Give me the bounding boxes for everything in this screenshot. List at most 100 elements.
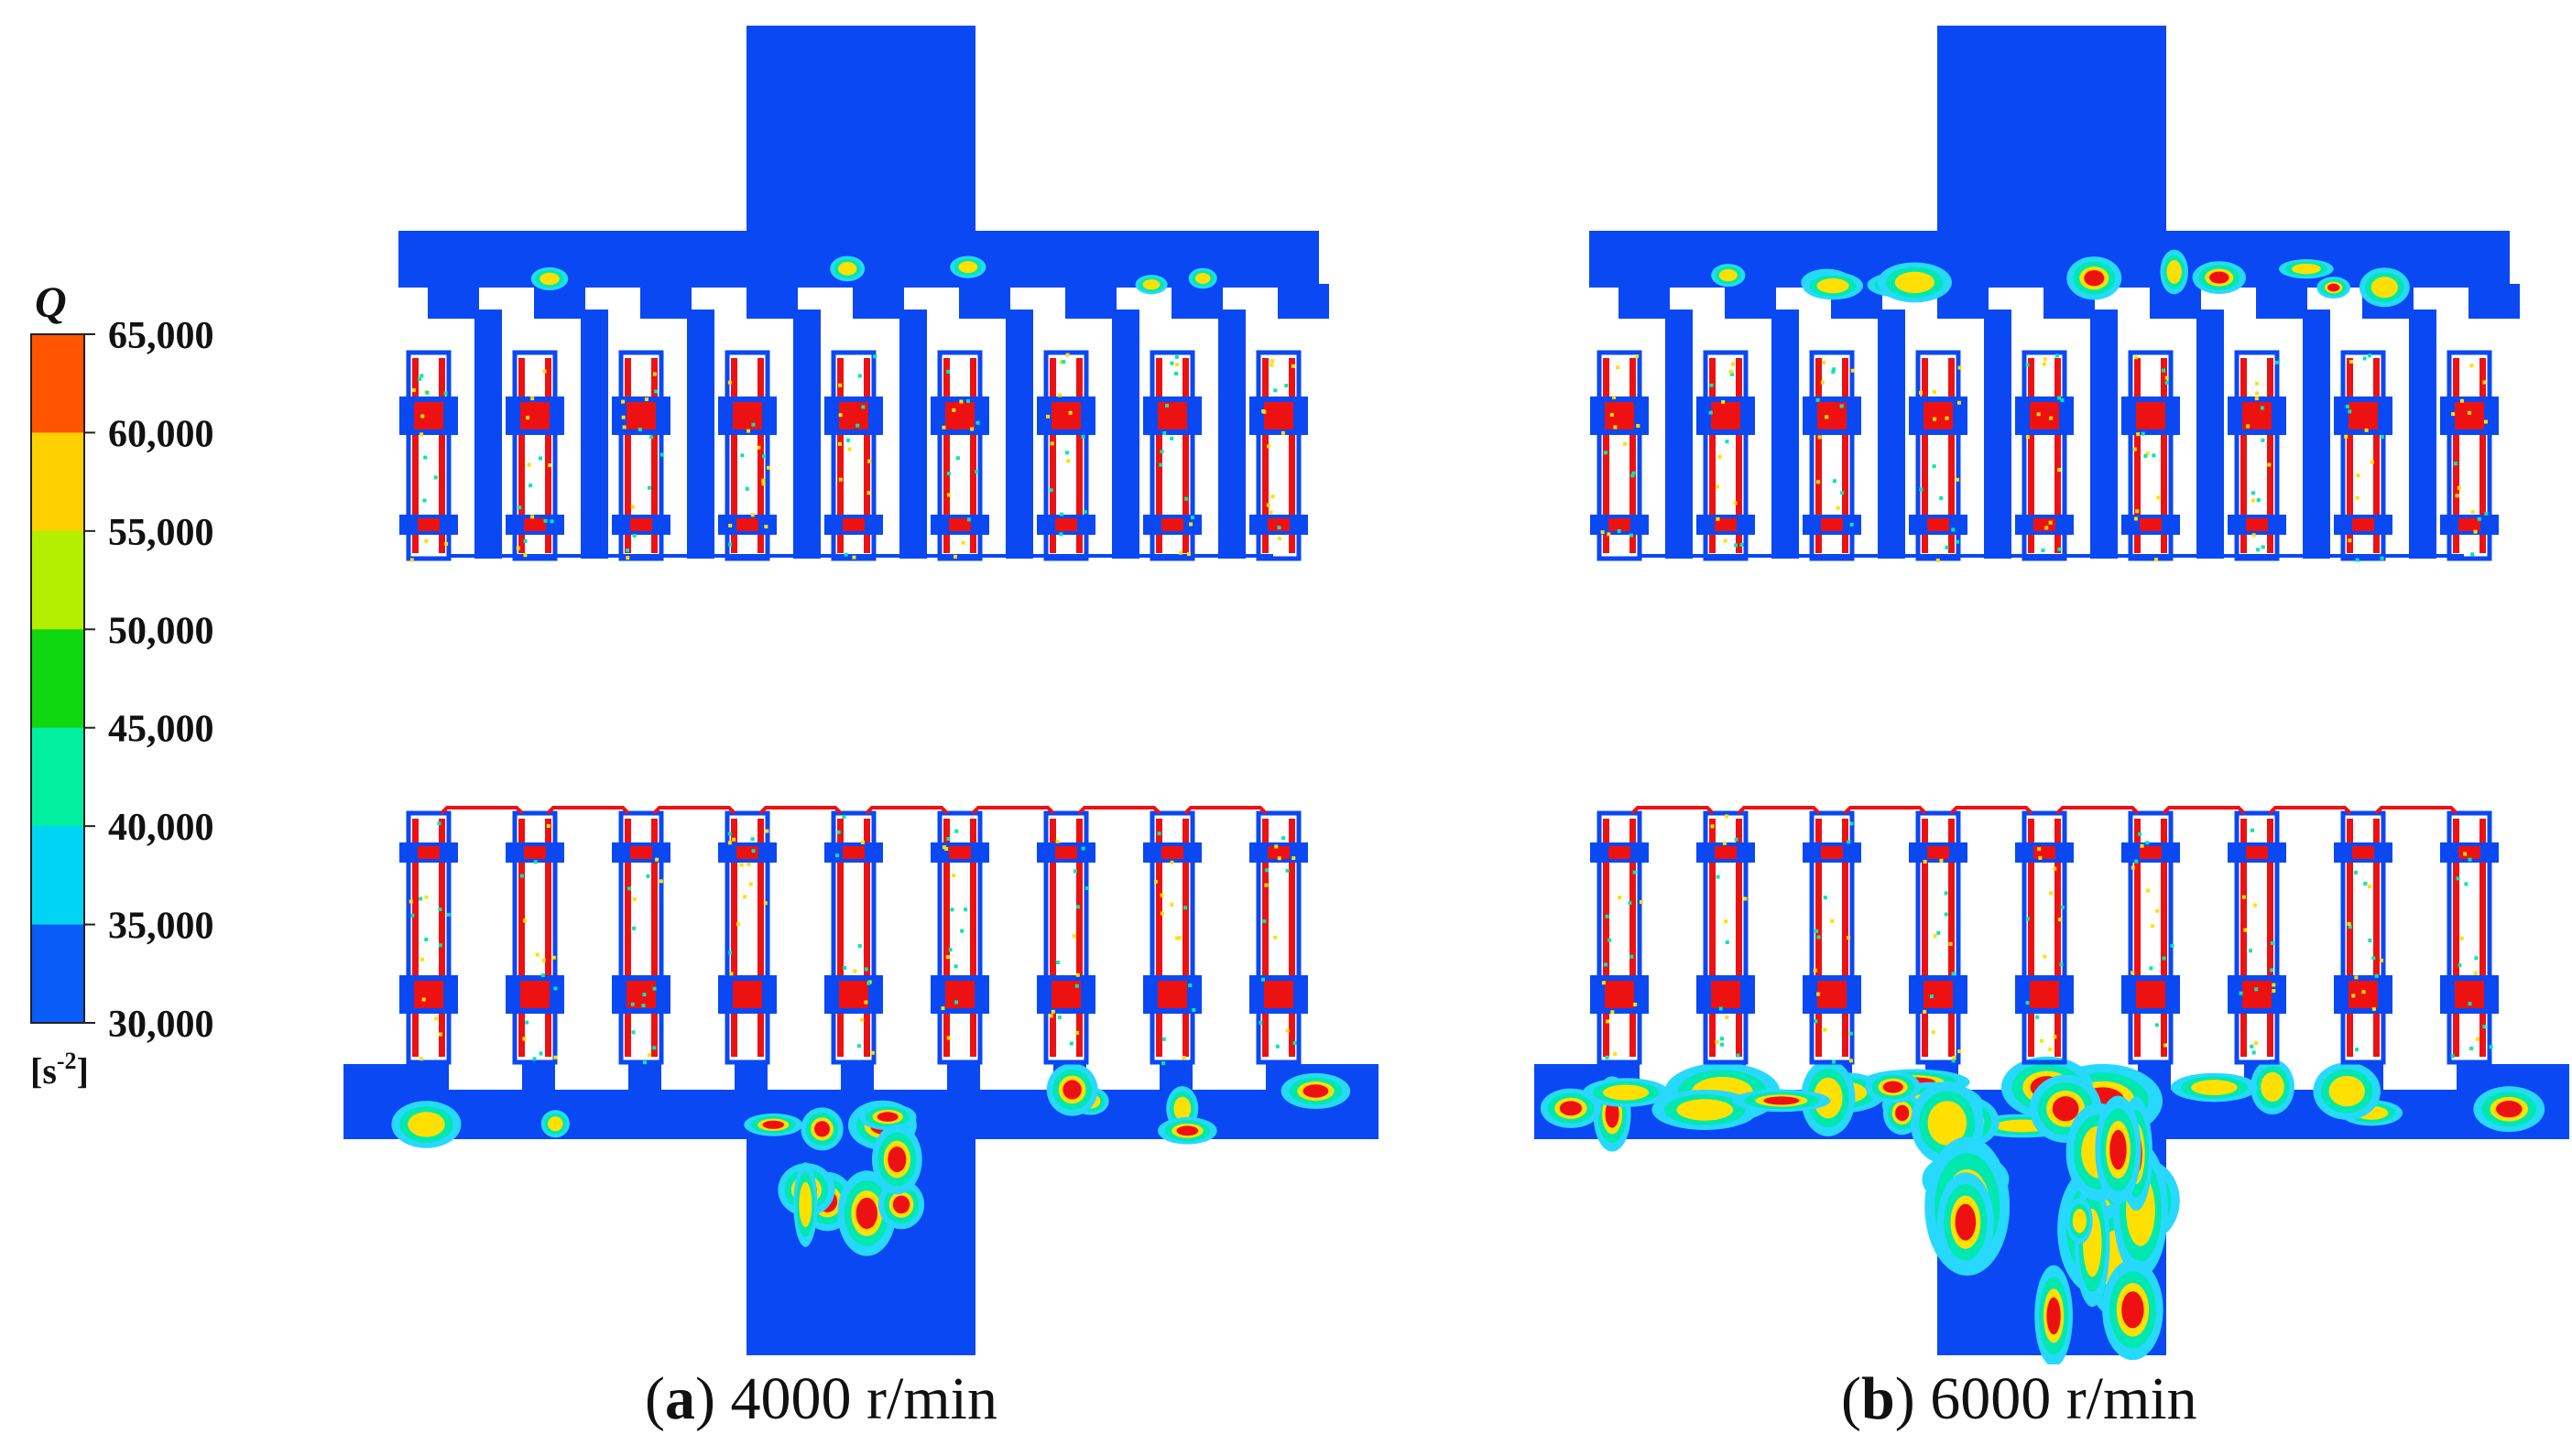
speckle (964, 907, 968, 912)
vortex-spot (2160, 249, 2188, 295)
legend-tick-label: 30,000 (108, 1004, 214, 1046)
vortex-mid (958, 261, 978, 274)
speckle (1269, 510, 1273, 515)
impeller-column (399, 350, 458, 562)
speckle (2140, 843, 2144, 848)
vane-core (2136, 981, 2165, 1008)
speckle (1616, 365, 1620, 370)
speckle (1162, 431, 1167, 436)
speckle (2145, 451, 2150, 456)
speckle (2261, 545, 2265, 549)
speckle (1291, 364, 1295, 368)
vortex-core (877, 1112, 899, 1122)
speckle (1948, 941, 1953, 946)
speckle (763, 901, 768, 906)
vane-core (524, 846, 546, 859)
speckle (1068, 410, 1073, 415)
passage-frame (618, 810, 664, 1065)
speckle (2256, 498, 2261, 503)
vortex-mid (1927, 1101, 1967, 1146)
passage-frame (512, 810, 558, 1065)
speckle (1932, 389, 1936, 394)
speckle (2145, 841, 2150, 845)
speckle (2453, 462, 2458, 466)
passage-cap (971, 806, 1055, 815)
speckle (529, 484, 533, 488)
speckle (842, 815, 846, 820)
passage-wall (651, 358, 658, 553)
speckle (2036, 412, 2041, 417)
speckle (2349, 360, 2353, 364)
speckle (1739, 542, 1744, 547)
impeller-column (718, 810, 777, 1065)
speckle (1057, 393, 1062, 397)
passage-wall (970, 819, 976, 1057)
speckle (1081, 434, 1085, 439)
upper-bar (1006, 310, 1033, 559)
lower-notch (874, 1064, 947, 1090)
speckle (2044, 526, 2049, 530)
vortex-mid (1816, 277, 1849, 294)
speckle (2458, 963, 2462, 968)
upper-bar (687, 310, 714, 559)
passage-wall (970, 358, 976, 553)
impeller-passages (1590, 350, 2499, 1065)
vortex-core (2496, 1101, 2523, 1118)
speckle (1069, 1041, 1073, 1046)
speckle (1601, 981, 1606, 985)
passage-frame (1043, 350, 1089, 561)
speckle (2136, 432, 2141, 437)
impeller-column (2121, 810, 2180, 1065)
speckle (443, 391, 448, 396)
speckle (2060, 398, 2065, 403)
speckle (1825, 415, 1829, 419)
speckle (1955, 539, 1959, 544)
speckle (2267, 462, 2272, 467)
speckle (1951, 972, 1956, 976)
vane-core (414, 402, 443, 429)
passage-frame (2340, 350, 2386, 561)
passage-wall (1050, 819, 1056, 1057)
passage-cap (2374, 806, 2458, 815)
vortex-core (2327, 283, 2340, 292)
speckle (1635, 354, 1640, 359)
speckle (1073, 869, 1077, 874)
passage-wall (2161, 358, 2167, 553)
legend-frame (30, 333, 85, 1024)
fluid-domain (1534, 26, 2569, 1355)
header-tooth (1725, 284, 1776, 319)
passage-wall (651, 819, 658, 1057)
passage-frame (2340, 810, 2386, 1065)
impeller-column (1249, 810, 1308, 1065)
vane-core (2352, 518, 2374, 531)
speckle (2138, 831, 2142, 836)
speckle (1725, 940, 1729, 945)
speckle (1055, 839, 1060, 843)
speckle (1840, 491, 1845, 495)
legend-tick-label: 65,000 (108, 315, 214, 357)
speckle (1600, 530, 1605, 535)
passage-wall (439, 358, 445, 553)
speckle (970, 427, 975, 431)
vane-core (2455, 402, 2484, 429)
passage-frame (937, 350, 983, 561)
speckle (1260, 977, 1265, 982)
speckle (2251, 491, 2256, 495)
vortex-mid (838, 262, 857, 276)
legend-ticks: 65,00060,00055,00050,00045,00040,00035,0… (84, 315, 214, 1046)
speckle (438, 943, 442, 948)
passage-wall (2373, 358, 2380, 553)
speckle (750, 513, 755, 517)
header-tooth (959, 284, 1010, 319)
speckle (1178, 550, 1182, 555)
speckle (2348, 538, 2352, 543)
upper-bar (581, 310, 608, 559)
speckle (1075, 905, 1080, 909)
passage-cap (440, 806, 524, 815)
speckle (2482, 1025, 2487, 1029)
speckle (652, 1046, 657, 1050)
speckle (1075, 972, 1080, 977)
speckle (1839, 404, 1844, 408)
speckle (1160, 450, 1164, 454)
speckle (1849, 522, 1854, 527)
